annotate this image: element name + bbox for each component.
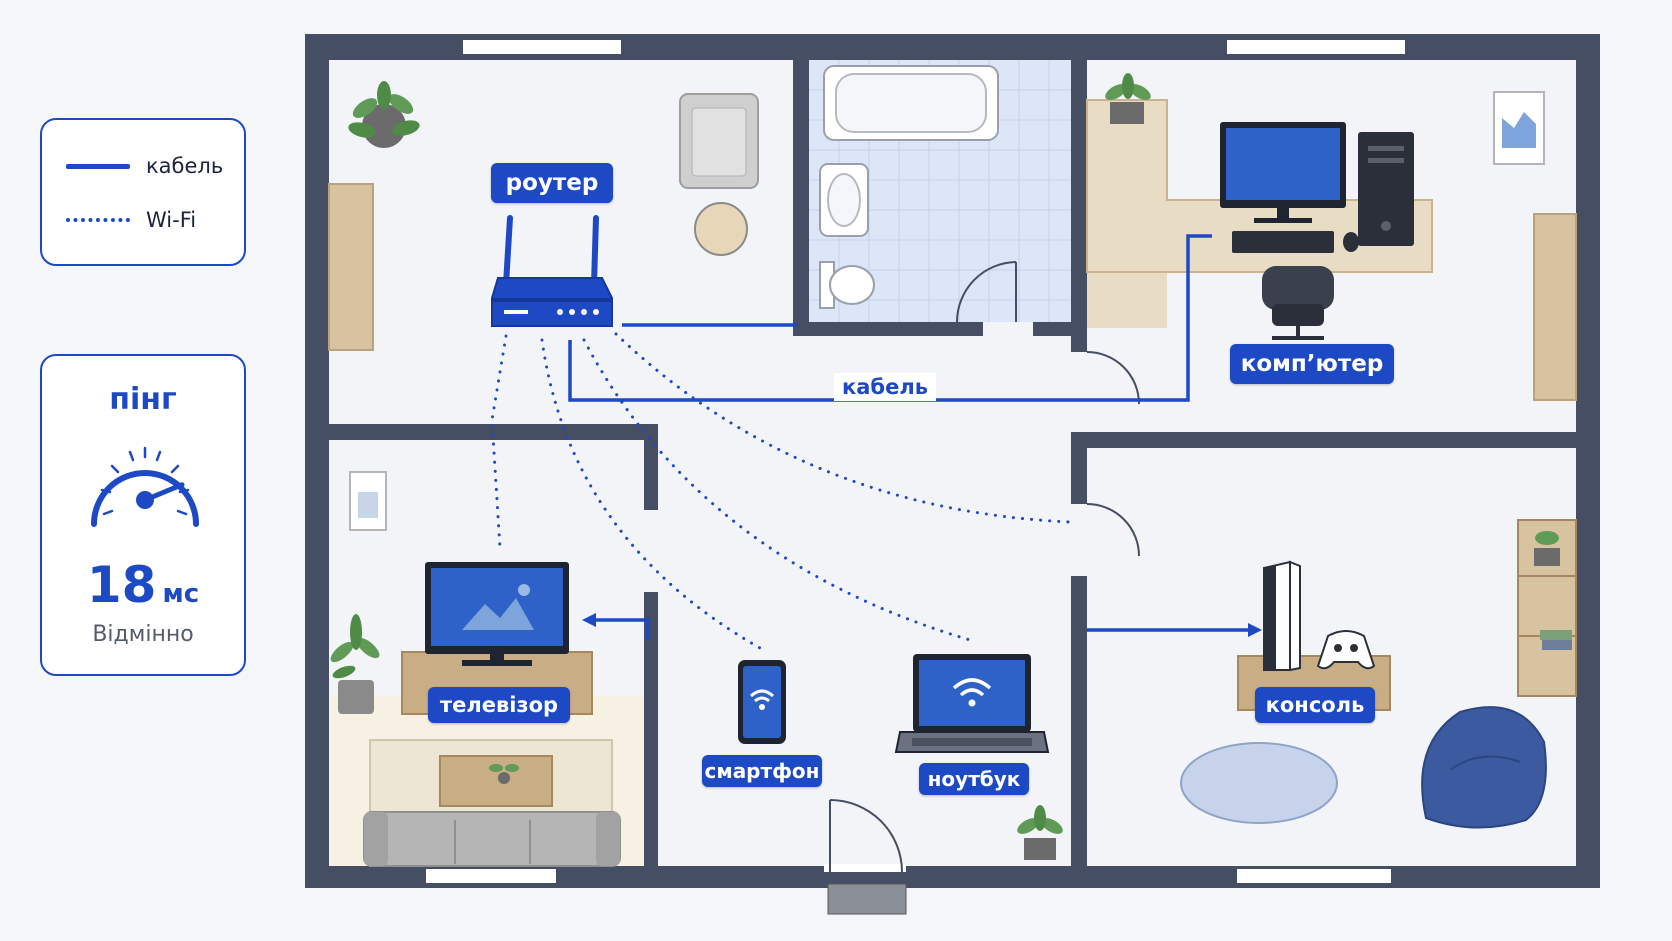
bookshelf — [1517, 519, 1577, 697]
sink — [819, 163, 869, 237]
plant-icon — [1105, 73, 1151, 124]
plant-icon — [1017, 805, 1063, 860]
smartphone-icon — [738, 660, 786, 744]
toilet — [819, 261, 875, 309]
legend-panel: кабель Wi-Fi — [40, 118, 246, 266]
tv-icon — [425, 562, 569, 666]
wifi-connections — [490, 332, 1072, 650]
ping-unit: мс — [162, 579, 200, 609]
plant-icon — [348, 81, 420, 148]
bathtub — [823, 65, 999, 141]
legend-wifi: Wi-Fi — [66, 208, 196, 232]
cable-connections — [568, 234, 1258, 640]
laptop-label: ноутбук — [919, 763, 1029, 795]
wall-picture — [1493, 91, 1545, 165]
sofa — [363, 811, 621, 867]
tv-label: телевізор — [428, 687, 570, 723]
ping-status: Відмінно — [92, 622, 194, 647]
router-icon — [491, 215, 613, 327]
ping-value: 18 — [86, 556, 157, 614]
console-label: консоль — [1255, 687, 1375, 723]
router-label: роутер — [491, 163, 613, 203]
wardrobe — [1533, 213, 1577, 401]
cable-connection-label: кабель — [834, 373, 936, 401]
keyboard — [1232, 231, 1334, 253]
ping-title: пінг — [109, 382, 177, 417]
armchair — [679, 93, 759, 189]
laptop-icon — [894, 654, 1050, 753]
office-chair — [1262, 266, 1334, 340]
pc-tower-icon — [1358, 132, 1414, 246]
mouse — [1343, 232, 1359, 252]
wall-picture — [349, 471, 387, 531]
desk — [1086, 99, 1433, 273]
doormat — [827, 883, 907, 915]
plant-icon — [330, 614, 380, 714]
legend-wifi-label: Wi-Fi — [146, 208, 197, 232]
monitor-icon — [1220, 122, 1346, 223]
speedometer-icon — [91, 446, 199, 527]
gamepad-icon — [1316, 630, 1376, 670]
side-table — [694, 202, 748, 256]
bean-bag — [1421, 706, 1547, 829]
coffee-table — [439, 755, 553, 807]
game-console-icon — [1263, 560, 1301, 672]
wifi-line-swatch — [66, 218, 130, 222]
computer-label: комп’ютер — [1230, 344, 1394, 384]
round-rug — [1180, 742, 1338, 824]
legend-cable: кабель — [66, 154, 223, 178]
smartphone-label: смартфон — [702, 755, 822, 787]
cable-line-swatch — [66, 163, 130, 169]
wardrobe — [328, 183, 374, 351]
legend-cable-label: кабель — [146, 154, 224, 178]
